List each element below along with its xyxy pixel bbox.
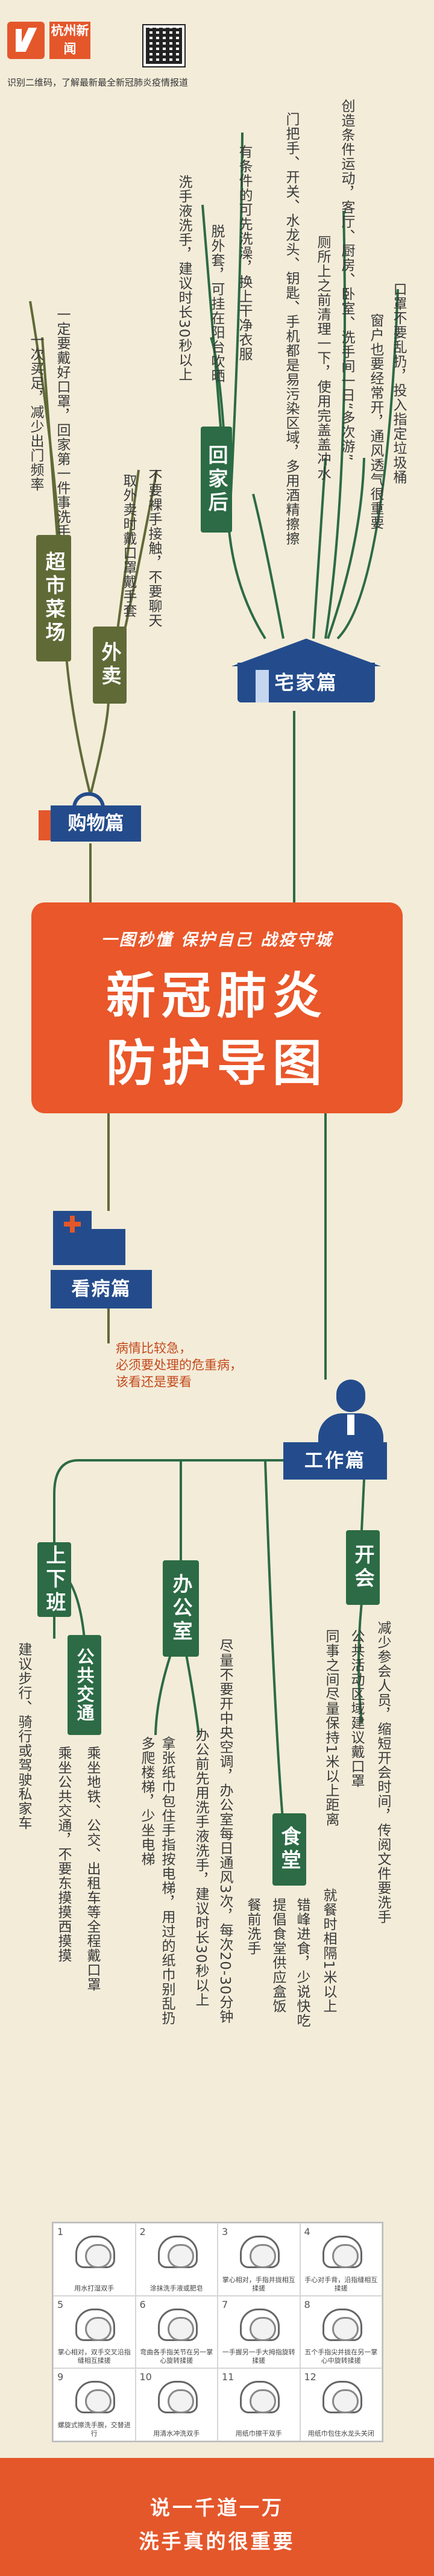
footer-line-2: 洗手真的很重要 bbox=[139, 2530, 295, 2553]
supermarket-tip: 一次买足，减少出门频率 bbox=[28, 333, 43, 492]
commute-tip: 建议步行、骑行或驾驶私家车 bbox=[16, 1642, 31, 1830]
meeting-tip: 公共活动区域建议戴口罩 bbox=[348, 1629, 364, 1788]
shopping-section-banner: 购物篇 bbox=[39, 792, 142, 843]
hospital-icon bbox=[53, 1211, 125, 1265]
house-icon bbox=[231, 639, 381, 666]
supermarket-tag: 超市菜场 bbox=[36, 535, 71, 661]
home-tip: 口罩不要乱扔，投入指定垃圾桶 bbox=[391, 282, 406, 484]
supermarket-tip: 一定要戴好口罩，回家第一件事洗手 bbox=[54, 307, 70, 539]
header: 杭州新闻 识别二维码，了解最新最全新冠肺炎疫情报道 bbox=[0, 0, 434, 102]
after-home-tip: 洗手液洗手，建议时长30秒以上 bbox=[176, 175, 192, 382]
hangzhou-news-logo-icon bbox=[7, 22, 45, 59]
home-tip: 门把手、开关、水龙头、钥匙、手机都是易污染区域，多用酒精擦擦 bbox=[283, 112, 299, 546]
office-tip: 尽量不要开中央空调，办公室每日通风3次，每次20-30分钟 bbox=[217, 1639, 233, 2024]
takeout-tip: 取外卖时戴口罩戴手套 bbox=[121, 474, 136, 618]
meeting-tip: 同事之间尽量保持1米以上距离 bbox=[323, 1629, 339, 1827]
main-title-card: 一图秒懂 保护自己 战疫守城 新冠肺炎 防护导图 bbox=[31, 902, 403, 1113]
after-home-tip: 有条件的可先洗澡，换上干净衣服 bbox=[236, 145, 252, 361]
hospital-note: 病情比较急， 必须要处理的危重病， 该看还是要看 bbox=[116, 1341, 242, 1389]
office-tip: 多爬楼梯，少坐电梯 bbox=[139, 1736, 154, 1866]
meeting-tag: 开会 bbox=[346, 1530, 380, 1605]
transit-tip: 乘坐地铁、公交、出租车等全程戴口罩 bbox=[84, 1746, 100, 1992]
meeting-tip: 减少参会人员，缩短开会时间，传阅文件要洗手 bbox=[375, 1621, 391, 1924]
home-section-banner: 宅家篇 bbox=[231, 639, 381, 706]
takeout-tag: 外卖 bbox=[93, 627, 127, 704]
canteen-tip: 错峰进食，少说快吃 bbox=[294, 1898, 310, 2028]
qr-note: 识别二维码，了解最新最全新冠肺炎疫情报道 bbox=[7, 77, 189, 88]
shopping-bag-icon bbox=[72, 792, 105, 813]
title-line-1: 新冠肺炎 bbox=[105, 968, 328, 1025]
footer-line-1: 说一千道一万 bbox=[150, 2496, 284, 2519]
qr-code-icon[interactable] bbox=[142, 24, 186, 67]
house-door-icon bbox=[256, 670, 269, 702]
office-tag: 办公室 bbox=[163, 1560, 199, 1657]
shopping-label: 购物篇 bbox=[51, 805, 141, 842]
worker-icon bbox=[313, 1380, 388, 1446]
takeout-tip: 不要裸手接触，不要聊天 bbox=[146, 469, 162, 628]
after-home-tip: 脱外套，可挂在阳台吹晒 bbox=[209, 224, 224, 383]
after-home-tag: 回家后 bbox=[201, 427, 232, 533]
home-tip: 窗户也要经常开，通风透气很重要 bbox=[368, 313, 383, 530]
commute-tag: 上下班 bbox=[37, 1542, 71, 1617]
office-tip: 办公前先用洗手液洗手，建议时长30秒以上 bbox=[193, 1728, 209, 2007]
home-tip: 创造条件运动，客厅、厨房、卧室、洗手间一日“多次游” bbox=[339, 99, 354, 461]
hospital-label: 看病篇 bbox=[51, 1270, 152, 1308]
transit-tag: 公共交通 bbox=[68, 1635, 101, 1735]
title-line-2: 防护导图 bbox=[105, 1035, 328, 1092]
work-label: 工作篇 bbox=[283, 1442, 387, 1480]
canteen-tip: 就餐时相隔1米以上 bbox=[321, 1888, 336, 2013]
office-tip: 拿张纸巾包住手指按电梯，用过的纸巾别乱扔 bbox=[159, 1736, 175, 2025]
canteen-tag: 食堂 bbox=[272, 1813, 306, 1886]
home-tip: 厕所上之前清理一下，使用完盖盖冲水 bbox=[315, 235, 330, 481]
transit-tip: 乘坐公共交通，不要东摸摸西摸摸 bbox=[55, 1746, 71, 1963]
canteen-tip: 餐前洗手 bbox=[245, 1898, 260, 1955]
logo-text: 杭州新闻 bbox=[49, 22, 90, 59]
canteen-tip: 提倡食堂供应盒饭 bbox=[270, 1898, 286, 2013]
footer-banner: 说一千道一万 洗手真的很重要 bbox=[0, 2458, 434, 2576]
slogan: 一图秒懂 保护自己 战疫守城 bbox=[101, 931, 333, 949]
